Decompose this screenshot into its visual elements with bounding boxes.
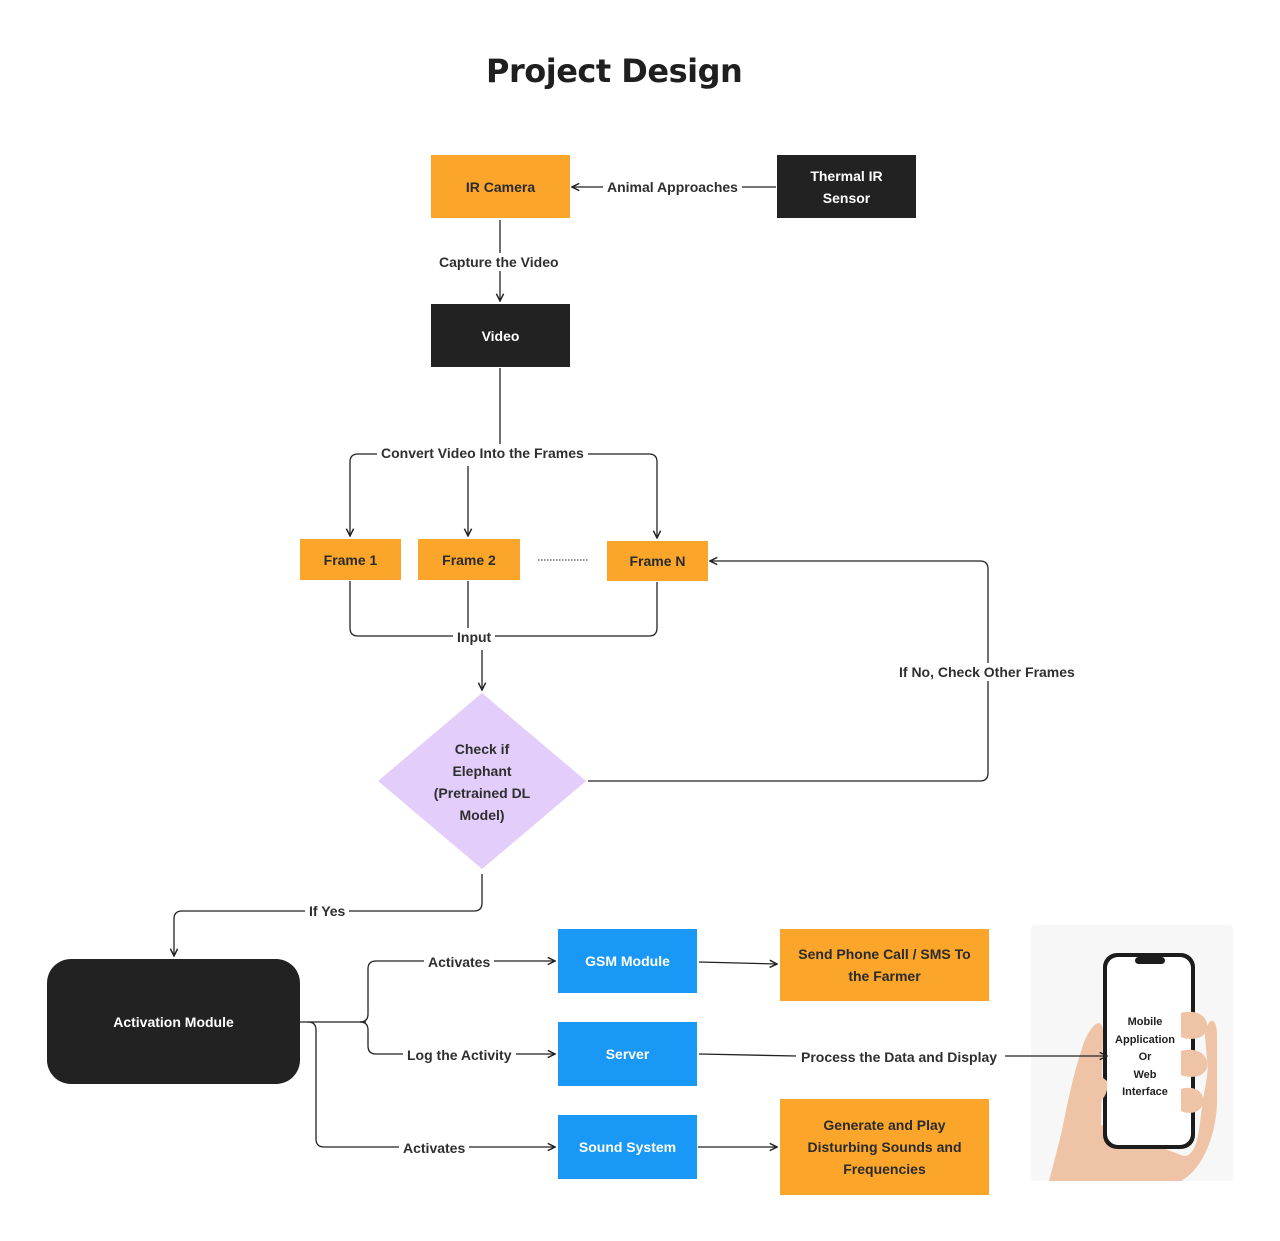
- edge-server-to-phone-a: [698, 1053, 797, 1057]
- thermal-sensor-node: Thermal IR Sensor: [777, 155, 916, 218]
- edge-label-convert: Convert Video Into the Frames: [377, 444, 588, 462]
- phone-line-3: Or: [1138, 1051, 1152, 1063]
- phone-line-5: Interface: [1122, 1086, 1168, 1098]
- generate-sound-node: Generate and Play Disturbing Sounds and …: [780, 1099, 989, 1195]
- phone-line-2: Application: [1115, 1033, 1175, 1046]
- frame-n-label: Frame N: [629, 553, 686, 569]
- gsm-module-node: GSM Module: [558, 929, 697, 993]
- frame-1-node: Frame 1: [300, 539, 401, 580]
- sms-line-2: the Farmer: [848, 968, 921, 984]
- edge-activation-to-gsm: [359, 961, 555, 1023]
- frame-2-label: Frame 2: [442, 551, 496, 568]
- edge-gsm-to-sms: [698, 962, 777, 964]
- edge-label-if-yes: If Yes: [305, 902, 350, 920]
- sms-line-1: Send Phone Call / SMS To: [798, 946, 971, 962]
- video-node: Video: [431, 304, 570, 367]
- sound-system-label: Sound System: [578, 1139, 677, 1155]
- edge-split-frame1: [350, 453, 500, 536]
- hand-holding-phone-icon: [1049, 953, 1217, 1181]
- phone-line-4: Web: [1133, 1068, 1157, 1081]
- decision-line-3: (Pretrained DL: [433, 785, 531, 801]
- thermal-sensor-label: Thermal IR Sensor: [810, 167, 883, 206]
- edge-split-frameN: [500, 453, 657, 538]
- decision-label: Check if Elephant (Pretrained DL Model): [412, 738, 552, 826]
- phone-screen-label: Mobile Application Or Web Interface: [1104, 1014, 1186, 1102]
- gsm-module-label: GSM Module: [585, 953, 670, 969]
- activation-module-node: Activation Module: [47, 959, 300, 1084]
- edge-activation-to-sound: [307, 1021, 555, 1147]
- sound-system-node: Sound System: [558, 1115, 697, 1179]
- generate-line-3: Frequencies: [843, 1161, 926, 1177]
- generate-line-2: Disturbing Sounds and: [807, 1139, 962, 1155]
- ir-camera-label: IR Camera: [465, 178, 536, 195]
- activation-module-label: Activation Module: [113, 1013, 234, 1030]
- edge-activation-to-server: [359, 1021, 555, 1054]
- ir-camera-node: IR Camera: [431, 155, 570, 218]
- edge-label-animal-approaches: Animal Approaches: [603, 178, 742, 196]
- decision-line-4: Model): [459, 807, 505, 823]
- phone-line-1: Mobile: [1127, 1016, 1163, 1028]
- generate-line-1: Generate and Play: [823, 1117, 946, 1133]
- edge-label-log-activity: Log the Activity: [403, 1046, 516, 1064]
- page-title: Project Design: [486, 52, 743, 90]
- edge-frame1-merge: [349, 581, 658, 637]
- edge-label-input: Input: [453, 628, 496, 646]
- decision-line-2: Elephant: [452, 763, 512, 779]
- decision-line-1: Check if: [454, 741, 510, 757]
- server-label: Server: [605, 1046, 650, 1062]
- edge-label-process-display: Process the Data and Display: [797, 1048, 1002, 1066]
- edge-label-capture: Capture the Video: [435, 253, 563, 271]
- frame-n-node: Frame N: [607, 541, 708, 581]
- sms-node: Send Phone Call / SMS To the Farmer: [780, 929, 989, 1001]
- frame-2-node: Frame 2: [418, 539, 520, 580]
- frame-1-label: Frame 1: [323, 551, 378, 568]
- edge-label-if-no: If No, Check Other Frames: [895, 663, 1079, 681]
- server-node: Server: [558, 1022, 697, 1086]
- edge-label-activates-gsm: Activates: [424, 953, 495, 971]
- video-label: Video: [481, 327, 520, 344]
- edge-label-activates-sound: Activates: [399, 1139, 470, 1157]
- decision-diamond: [378, 693, 586, 869]
